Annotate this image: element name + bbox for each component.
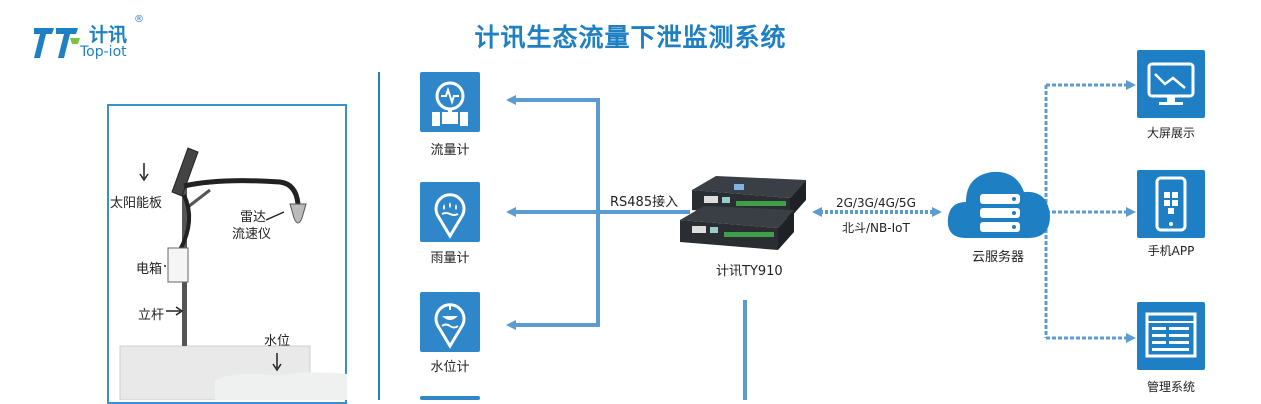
solar-panel — [171, 147, 199, 197]
page-title: 计讯生态流量下泄监测系统 — [474, 23, 787, 52]
pole-label: 立杆 — [138, 308, 165, 323]
network-label-line2: 北斗/NB-IoT — [842, 221, 910, 235]
phone-app-icon — [1155, 176, 1187, 232]
water-level-meter-label: 水位计 — [430, 360, 470, 375]
monitor-icon — [1147, 62, 1195, 105]
big-screen-tile — [1137, 50, 1205, 118]
radar-label-line2: 流速仪 — [232, 227, 272, 242]
rain-gauge-tile — [420, 182, 480, 242]
flow-meter-icon — [432, 81, 468, 126]
mobile-app-tile — [1137, 170, 1205, 238]
rs485-label: RS485接入 — [610, 195, 679, 210]
water-level-label: 水位 — [264, 334, 291, 349]
logo-chinese-name: 计讯 — [89, 24, 128, 46]
big-screen-label: 大屏展示 — [1146, 126, 1195, 140]
water-level-meter-tile — [420, 292, 480, 352]
rain-gauge-label: 雨量计 — [430, 251, 470, 266]
cloud-server-icon — [947, 171, 1050, 238]
cable — [178, 194, 192, 251]
rain-gauge-icon — [434, 193, 466, 239]
radar-label-line1: 雷达 — [240, 210, 267, 225]
cloud-server-label: 云服务器 — [972, 250, 1025, 265]
section-divider — [378, 72, 380, 400]
electric-box — [167, 247, 189, 283]
ty910-gateway-icon — [680, 176, 806, 250]
water-surface — [215, 372, 347, 400]
partial-sensor-tile — [420, 396, 480, 400]
logo-registered-mark: ® — [134, 14, 144, 25]
water-level-meter-icon — [434, 303, 466, 349]
top-iot-logo-icon — [34, 28, 80, 58]
ty910-label: 计讯TY910 — [716, 264, 783, 279]
flow-meter-tile — [420, 72, 480, 132]
flow-meter-label: 流量计 — [430, 143, 470, 158]
management-system-label: 管理系统 — [1146, 380, 1195, 394]
mobile-app-label: 手机APP — [1147, 244, 1195, 258]
monitoring-site-illustration — [119, 147, 347, 400]
management-system-icon — [1145, 312, 1197, 358]
management-system-tile — [1137, 302, 1205, 370]
sensor-arm — [183, 178, 301, 205]
network-label-line1: 2G/3G/4G/5G — [836, 196, 916, 210]
electric-box-label: 电箱 — [136, 262, 163, 277]
radar-sensor — [289, 203, 307, 224]
logo-english-name: Top-iot — [80, 44, 127, 60]
solar-panel-label: 太阳能板 — [110, 196, 163, 211]
